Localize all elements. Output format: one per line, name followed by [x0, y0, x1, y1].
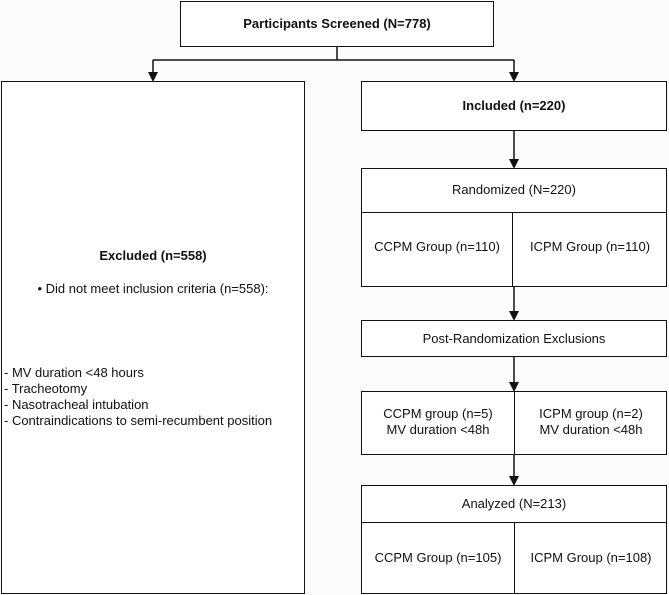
included-title: Included (n=220) [462, 98, 566, 113]
randomized-box: Randomized (N=220) CCPM Group (n=110) IC… [361, 168, 667, 287]
analyzed-ccpm-group: CCPM Group (n=105) [374, 550, 502, 565]
icpm-exclusion-reason: MV duration <48h [539, 422, 643, 437]
randomized-divider [362, 212, 666, 213]
screened-title: Participants Screened (N=778) [243, 16, 431, 31]
exclusion-reason: - Contraindications to semi-recumbent po… [4, 413, 273, 428]
randomized-ccpm-group: CCPM Group (n=110) [374, 239, 500, 254]
exclusion-groups-split-line [514, 392, 515, 454]
exclusion-reason: - MV duration <48 hours [4, 365, 144, 380]
post-exclusions-title: Post-Randomization Exclusions [422, 331, 606, 346]
exclusion-groups-box: CCPM group (n=5) MV duration <48h ICPM g… [361, 391, 667, 455]
randomized-title: Randomized (N=220) [452, 182, 576, 197]
ccpm-exclusion-count: CCPM group (n=5) [383, 406, 493, 421]
randomized-icpm-group: ICPM Group (n=110) [529, 239, 651, 254]
analyzed-icpm-group: ICPM Group (n=108) [530, 550, 652, 565]
analyzed-split-line [514, 522, 515, 593]
randomized-split-line [512, 212, 513, 286]
screened-box: Participants Screened (N=778) [180, 1, 494, 47]
ccpm-exclusion-reason: MV duration <48h [386, 422, 490, 437]
icpm-exclusion-count: ICPM group (n=2) [539, 406, 643, 421]
post-exclusions-box: Post-Randomization Exclusions [361, 320, 667, 357]
exclusion-reason: - Nasotracheal intubation [4, 397, 149, 412]
analyzed-box: Analyzed (N=213) CCPM Group (n=105) ICPM… [361, 485, 667, 594]
analyzed-title: Analyzed (N=213) [461, 496, 567, 511]
excluded-box: Excluded (n=558) • Did not meet inclusio… [1, 81, 305, 594]
excluded-criteria-bullet: • Did not meet inclusion criteria (n=558… [37, 281, 269, 296]
included-box: Included (n=220) [361, 81, 667, 131]
exclusion-reason: - Tracheotomy [4, 381, 88, 396]
excluded-title: Excluded (n=558) [99, 248, 207, 263]
